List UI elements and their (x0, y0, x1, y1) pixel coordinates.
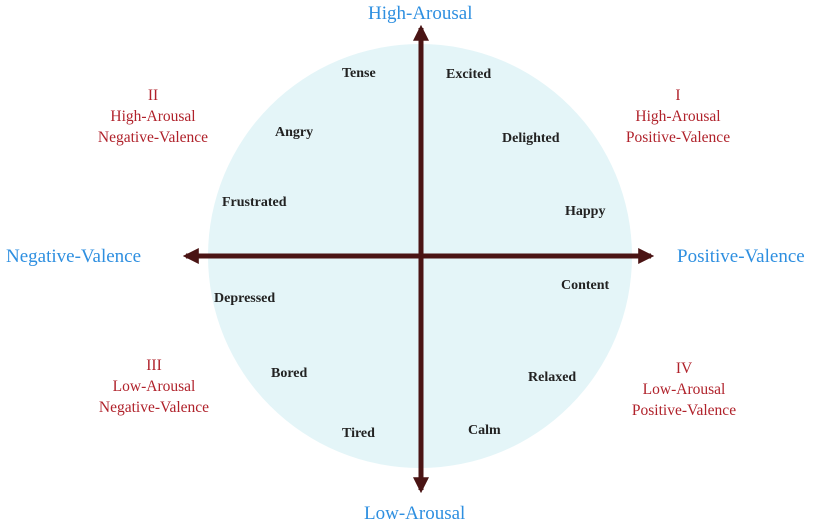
quadrant-valence: Positive-Valence (625, 129, 731, 146)
quadrant-arousal: High-Arousal (635, 108, 721, 125)
emotion-calm: Calm (468, 423, 501, 438)
emotion-angry: Angry (275, 125, 314, 140)
axis-label-high-arousal: High-Arousal (368, 3, 473, 24)
quadrant-numeral: IV (675, 360, 693, 377)
quadrant-valence: Negative-Valence (98, 399, 210, 416)
axis-label-low-arousal: Low-Arousal (364, 503, 466, 524)
quadrant-arousal: Low-Arousal (642, 381, 726, 398)
emotion-tense: Tense (342, 66, 376, 81)
axis-label-negative-valence: Negative-Valence (6, 246, 142, 267)
emotion-frustrated: Frustrated (222, 195, 287, 210)
emotion-tired: Tired (342, 426, 375, 441)
quadrant-numeral: III (146, 357, 162, 374)
quadrant-label-4: IV Low-Arousal Positive-Valence (614, 358, 754, 421)
quadrant-arousal: High-Arousal (110, 108, 196, 125)
emotion-happy: Happy (565, 204, 606, 219)
axis-label-positive-valence: Positive-Valence (677, 246, 805, 267)
emotion-bored: Bored (271, 366, 308, 381)
emotion-delighted: Delighted (502, 131, 560, 146)
emotion-content: Content (561, 278, 610, 293)
quadrant-arousal: Low-Arousal (112, 378, 196, 395)
emotion-excited: Excited (446, 67, 492, 82)
quadrant-label-1: I High-Arousal Positive-Valence (608, 85, 748, 148)
emotion-depressed: Depressed (214, 291, 276, 306)
quadrant-valence: Positive-Valence (631, 402, 737, 419)
quadrant-valence: Negative-Valence (97, 129, 209, 146)
quadrant-numeral: II (147, 87, 159, 104)
emotion-relaxed: Relaxed (528, 370, 577, 385)
quadrant-label-2: II High-Arousal Negative-Valence (83, 85, 223, 148)
quadrant-label-3: III Low-Arousal Negative-Valence (84, 355, 224, 418)
quadrant-numeral: I (675, 87, 681, 104)
